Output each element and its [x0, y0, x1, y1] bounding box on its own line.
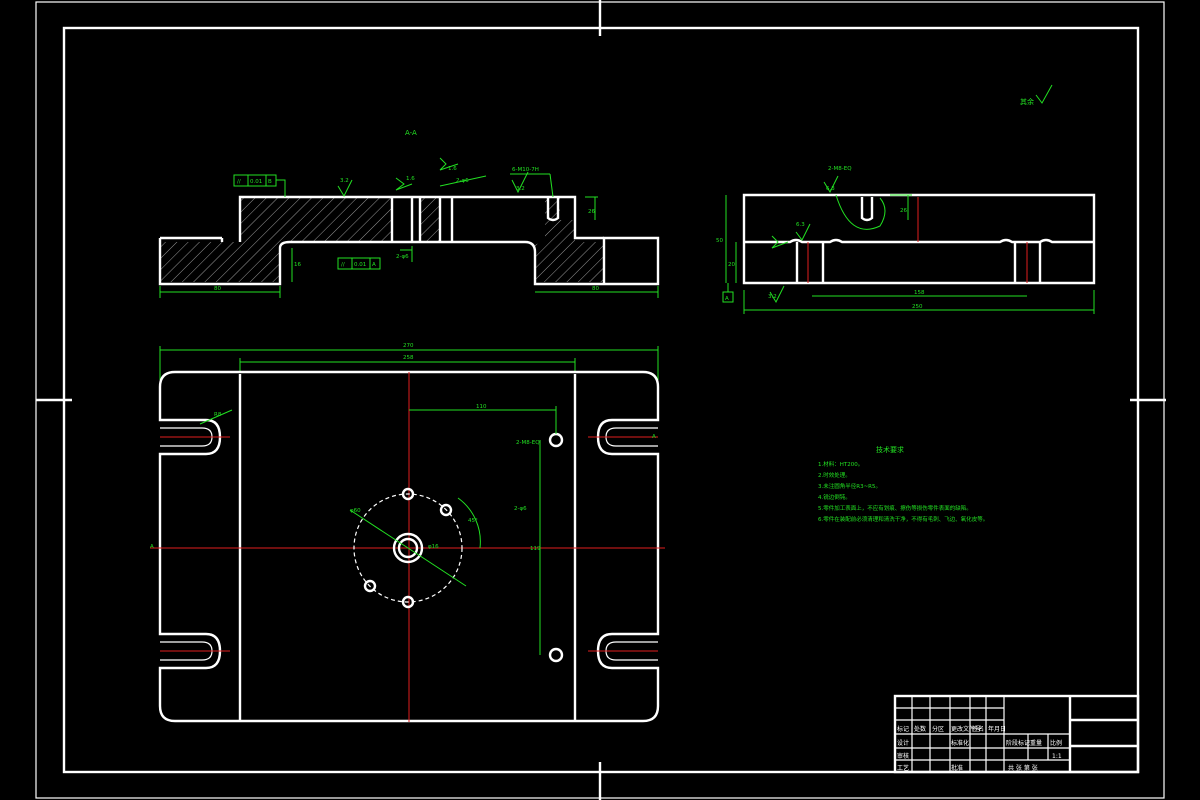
note-4: 4.锐边倒钝。	[818, 493, 851, 501]
section-outline-bottom	[158, 236, 660, 286]
dim-overall-width: 270	[403, 343, 414, 349]
svg-text:共 张 第 张: 共 张 第 张	[1008, 764, 1038, 772]
svg-text:80: 80	[592, 286, 599, 292]
hatch-right	[452, 197, 604, 282]
svg-text:1.6: 1.6	[448, 166, 457, 172]
section-outline-top	[238, 195, 604, 242]
svg-text:26: 26	[900, 208, 907, 214]
outer-border	[35, 1, 1165, 799]
svg-text:批准: 批准	[951, 764, 963, 772]
roughness-marks: 3.2 1.6 1.6 3.2	[337, 157, 529, 198]
svg-text:分区: 分区	[932, 725, 944, 733]
section-view: A-A // 0.01 B	[158, 129, 660, 298]
svg-text:B: B	[268, 179, 272, 185]
inner-frame	[62, 26, 1140, 774]
notes-title: 技术要求	[876, 445, 904, 454]
svg-text:A: A	[372, 262, 376, 268]
svg-text:6.3: 6.3	[796, 222, 805, 228]
svg-text:更改文件号: 更改文件号	[951, 725, 981, 733]
side-view: 2-M8-EQ 6.3 6.3 3.2 A 50 20 158 250 26	[716, 166, 1096, 314]
svg-text:标记: 标记	[897, 725, 909, 733]
svg-text:6.3: 6.3	[826, 186, 835, 192]
svg-text:158: 158	[914, 290, 925, 296]
svg-text:0.01: 0.01	[354, 262, 366, 268]
svg-text:2-φ6: 2-φ6	[514, 506, 527, 512]
datum-a: A	[722, 283, 734, 303]
svg-text:设计: 设计	[897, 739, 909, 747]
svg-text:阶段标记: 阶段标记	[1006, 739, 1030, 747]
svg-text://: //	[341, 262, 345, 268]
note-1: 1.材料：HT200。	[818, 460, 863, 468]
svg-text:处数: 处数	[914, 725, 926, 733]
roughness-other-label: 其余	[1020, 97, 1034, 106]
top-view: 270 258 φ60 φ16 45°	[150, 343, 665, 723]
svg-text:3.2: 3.2	[768, 294, 777, 300]
hole-callout-3: 2-M8-EQ	[828, 166, 852, 172]
mount-hole-top	[548, 432, 564, 448]
note-2: 2.时效处理。	[818, 471, 851, 479]
svg-text:250: 250	[912, 304, 923, 310]
section-dims: 80 80 16 26 2-φ6	[159, 196, 659, 298]
svg-text:26: 26	[588, 209, 595, 215]
note-6: 6.零件在装配前必须清理和清洗干净，不得有毛刺、飞边、氧化皮等。	[818, 515, 988, 523]
svg-text:A: A	[725, 296, 729, 302]
svg-text:R8: R8	[214, 412, 222, 418]
tolerance-frame-1: // 0.01 B	[233, 174, 286, 197]
svg-text:50: 50	[716, 238, 723, 244]
hole-callout-1: 6-M10-7H	[512, 167, 539, 173]
note-3: 3.未注圆角半径R3~R5。	[818, 482, 881, 490]
svg-text:20: 20	[728, 262, 735, 268]
svg-text:45°: 45°	[468, 518, 478, 524]
svg-text:110: 110	[476, 404, 487, 410]
svg-text:3.2: 3.2	[516, 186, 525, 192]
dim-inner-width: 258	[403, 355, 414, 361]
section-label: A-A	[405, 129, 417, 137]
svg-text:0.01: 0.01	[250, 179, 262, 185]
center-hole	[392, 532, 424, 564]
svg-text:φ16: φ16	[428, 544, 439, 550]
hatch-left	[160, 197, 392, 282]
svg-text:签名: 签名	[972, 725, 984, 733]
roughness-other: 其余	[1020, 84, 1053, 106]
tapped-hole-section	[546, 197, 560, 222]
svg-text:重量: 重量	[1030, 739, 1042, 747]
svg-text:A: A	[150, 544, 154, 550]
svg-text:2-φ6: 2-φ6	[396, 254, 409, 260]
svg-text:A: A	[652, 434, 656, 440]
svg-text:80: 80	[214, 286, 221, 292]
svg-text:工艺: 工艺	[897, 764, 909, 772]
svg-text:119: 119	[530, 546, 541, 552]
tech-notes: 技术要求 1.材料：HT200。 2.时效处理。 3.未注圆角半径R3~R5。 …	[818, 445, 988, 523]
side-outline	[742, 193, 1096, 285]
svg-text:审核: 审核	[897, 752, 909, 760]
svg-text:1:1: 1:1	[1052, 753, 1062, 760]
tolerance-frame-2: // 0.01 A	[337, 257, 381, 270]
svg-text:φ60: φ60	[350, 508, 361, 514]
svg-text:16: 16	[294, 262, 301, 268]
side-detail-circle	[835, 194, 886, 230]
svg-text:年月日: 年月日	[988, 725, 1006, 733]
hatch-mid	[420, 197, 440, 242]
note-5: 5.零件加工表面上，不应有划痕、擦伤等损伤零件表面的缺陷。	[818, 504, 972, 512]
bolt-circle	[353, 493, 463, 603]
svg-text:3.2: 3.2	[340, 178, 349, 184]
svg-text:比例: 比例	[1050, 739, 1062, 747]
svg-text:2-M8-EQ: 2-M8-EQ	[516, 440, 540, 446]
mount-hole-bottom	[548, 647, 564, 663]
svg-text:标准化: 标准化	[951, 739, 969, 747]
svg-text:1.6: 1.6	[406, 176, 415, 182]
svg-text://: //	[237, 179, 241, 185]
title-block: 标记 处数 分区 更改文件号 签名 年月日 设计 标准化 阶段标记 重量 比例 …	[893, 694, 1140, 774]
